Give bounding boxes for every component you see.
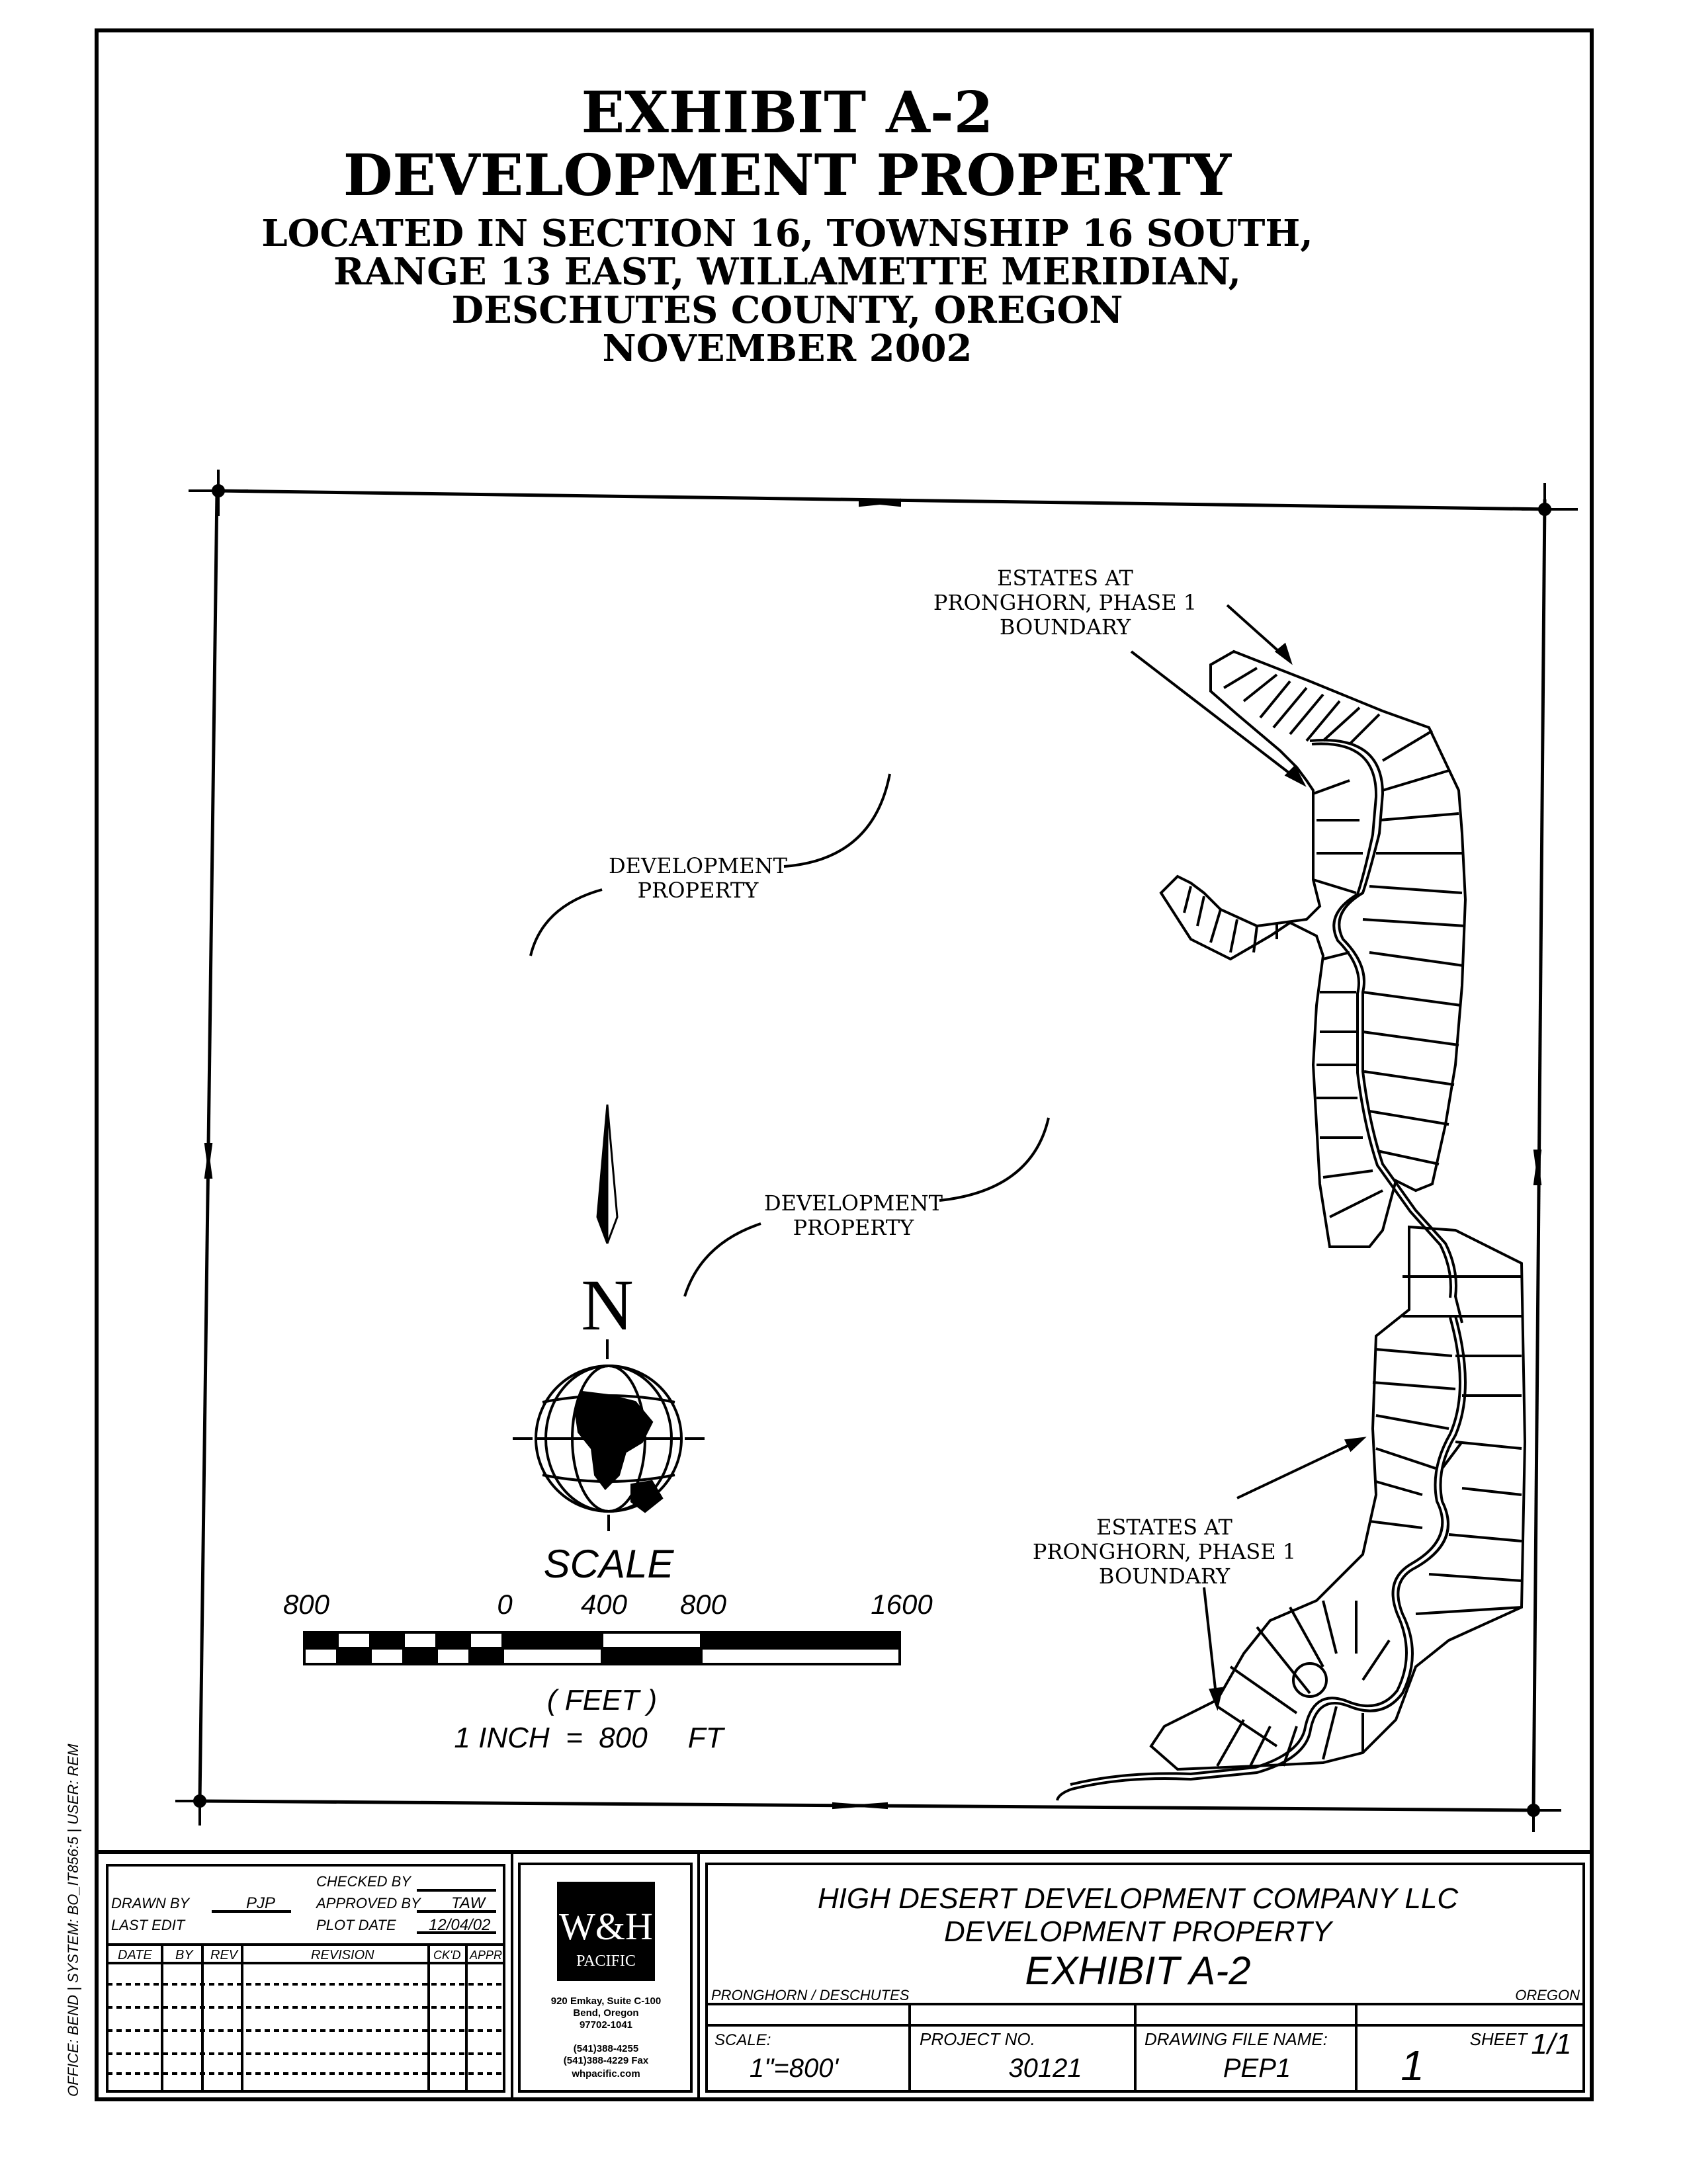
boundary-corner-markers	[175, 470, 1578, 1832]
estates-lower-road-2	[1070, 1317, 1461, 1786]
scale-bar-blocks	[303, 1631, 901, 1665]
scale-bar: SCALE 800 0 400 800 1600 ( FEET ) 1 INCH…	[283, 1542, 933, 1754]
estates-upper-road	[1309, 739, 1463, 1323]
globe-icon	[513, 1365, 705, 1531]
logo-text-wh: W&H	[559, 1905, 653, 1948]
estates-upper-road-2	[1311, 742, 1452, 1298]
estates-lower-lot-lines	[1216, 1275, 1522, 1767]
scale-title: SCALE	[544, 1542, 675, 1586]
location-right: OREGON	[1515, 1987, 1580, 2003]
scale-label: SCALE:	[714, 2031, 771, 2049]
title-line2: DEVELOPMENT PROPERTY	[343, 142, 1232, 209]
dev-top-leader-right	[783, 773, 891, 868]
sheet-value: 1/1	[1531, 2028, 1571, 2060]
whpacific-logo: W&H PACIFIC 920 Emkay, Suite C-100 Bend,…	[551, 1882, 661, 2079]
rev-header-revision: REVISION	[311, 1948, 374, 1962]
north-arrow-needle	[596, 1104, 609, 1244]
estates-top-arrowhead-1	[1274, 642, 1293, 665]
rev-header-appr: APPR	[469, 1949, 502, 1962]
estates-upper-lot-lines	[1183, 667, 1466, 1218]
exhibit-name: EXHIBIT A-2	[1025, 1949, 1250, 1993]
address-phone: (541)388-4255	[574, 2043, 638, 2054]
title-block	[95, 1850, 1594, 2101]
estates-top-label: ESTATES AT PRONGHORN, PHASE 1 BOUNDARY	[933, 566, 1197, 640]
scale-ratio: 1 INCH = 800 FT	[454, 1722, 725, 1754]
title-block-left-text: CHECKED BY DRAWN BY PJP APPROVED BY TAW …	[111, 1873, 502, 1962]
company-name: HIGH DESERT DEVELOPMENT COMPANY LLC	[818, 1882, 1459, 1915]
rev-header-date: DATE	[118, 1948, 153, 1962]
approved-by-value: TAW	[451, 1894, 486, 1912]
dev-bottom-leader-left	[683, 1222, 761, 1297]
estates-bottom-label-line3: BOUNDARY	[1099, 1564, 1230, 1589]
dev-bottom-label-line2: PROPERTY	[793, 1215, 915, 1240]
rev-header-ckd: CK'D	[433, 1949, 460, 1962]
scale-tick-0: 800	[283, 1589, 330, 1620]
scale-tick-4: 1600	[871, 1589, 933, 1620]
north-arrow-needle-outline	[606, 1104, 619, 1244]
drawn-by-value: PJP	[246, 1894, 275, 1912]
estates-bottom-arrowhead-1	[1344, 1437, 1367, 1452]
last-edit-label: LAST EDIT	[111, 1917, 186, 1933]
estates-bottom-label: ESTATES AT PRONGHORN, PHASE 1 BOUNDARY	[1033, 1515, 1296, 1589]
estates-bottom-arrowhead-2	[1209, 1687, 1223, 1711]
dev-top-label-line2: PROPERTY	[638, 878, 759, 903]
estates-top-leader-2	[1130, 650, 1305, 785]
dev-bottom-label: DEVELOPMENT PROPERTY	[764, 1191, 943, 1240]
file-name-value: PEP1	[1223, 2054, 1291, 2083]
title-line4: RANGE 13 EAST, WILLAMETTE MERIDIAN,	[333, 250, 1241, 294]
title-line5: DESCHUTES COUNTY, OREGON	[452, 288, 1123, 332]
title-line3: LOCATED IN SECTION 16, TOWNSHIP 16 SOUTH…	[261, 212, 1313, 255]
north-arrow: N	[581, 1104, 634, 1359]
address-web: whpacific.com	[571, 2068, 640, 2079]
title-line1: EXHIBIT A-2	[582, 79, 994, 146]
rev-header-rev: REV	[210, 1948, 239, 1962]
estates-bottom-label-line1: ESTATES AT	[1096, 1515, 1232, 1540]
sheet-number: 1	[1401, 2042, 1424, 2089]
title-block-right-text: HIGH DESERT DEVELOPMENT COMPANY LLC DEVE…	[711, 1882, 1580, 2089]
title-line6: NOVEMBER 2002	[602, 327, 972, 370]
address-line2: Bend, Oregon	[573, 2007, 638, 2019]
estates-bottom-leader-2	[1203, 1587, 1219, 1707]
side-note: OFFICE: BEND | SYSTEM: BO_IT856:5 | USER…	[65, 1743, 81, 2097]
plot-date-label: PLOT DATE	[316, 1917, 396, 1933]
dev-top-label: DEVELOPMENT PROPERTY	[609, 853, 788, 903]
label-leaders	[529, 604, 1367, 1711]
estates-top-arrowhead-2	[1284, 765, 1307, 787]
dev-bottom-label-line1: DEVELOPMENT	[764, 1191, 943, 1216]
drawn-by-label: DRAWN BY	[111, 1895, 190, 1911]
approved-by-label: APPROVED BY	[315, 1895, 421, 1911]
scale-tick-1: 0	[497, 1589, 513, 1620]
estates-top-label-line3: BOUNDARY	[1000, 614, 1131, 640]
estates-parcels	[1056, 650, 1527, 1801]
scale-tick-2: 400	[581, 1589, 628, 1620]
estates-lower-outline	[1149, 1225, 1527, 1771]
scale-value: 1"=800'	[750, 2054, 840, 2083]
estates-top-label-line1: ESTATES AT	[997, 566, 1133, 591]
project-name: DEVELOPMENT PROPERTY	[944, 1915, 1334, 1948]
location-left: PRONGHORN / DESCHUTES	[711, 1987, 910, 2003]
checked-by-label: CHECKED BY	[316, 1873, 411, 1890]
project-no-value: 30121	[1008, 2054, 1082, 2083]
dev-top-leader-left	[529, 888, 603, 956]
estates-upper-outline	[1159, 650, 1467, 1248]
plot-date-value: 12/04/02	[429, 1916, 490, 1934]
estates-bottom-leader-1	[1236, 1437, 1363, 1499]
file-name-label: DRAWING FILE NAME:	[1144, 2029, 1328, 2049]
north-letter: N	[581, 1265, 633, 1345]
dev-top-label-line1: DEVELOPMENT	[609, 853, 788, 878]
address-fax: (541)388-4229 Fax	[564, 2055, 649, 2066]
rev-header-by: BY	[175, 1948, 194, 1962]
logo-text-pacific: PACIFIC	[576, 1953, 636, 1970]
sheet-label: SHEET	[1470, 2029, 1529, 2049]
scale-unit: ( FEET )	[547, 1684, 657, 1716]
scale-tick-3: 800	[680, 1589, 727, 1620]
estates-top-label-line2: PRONGHORN, PHASE 1	[933, 590, 1197, 615]
estates-bottom-label-line2: PRONGHORN, PHASE 1	[1033, 1539, 1296, 1564]
address-line3: 97702-1041	[580, 2019, 632, 2031]
dev-bottom-leader-right	[939, 1117, 1050, 1202]
address-line1: 920 Emkay, Suite C-100	[551, 1995, 661, 2007]
project-no-label: PROJECT NO.	[920, 2029, 1035, 2049]
